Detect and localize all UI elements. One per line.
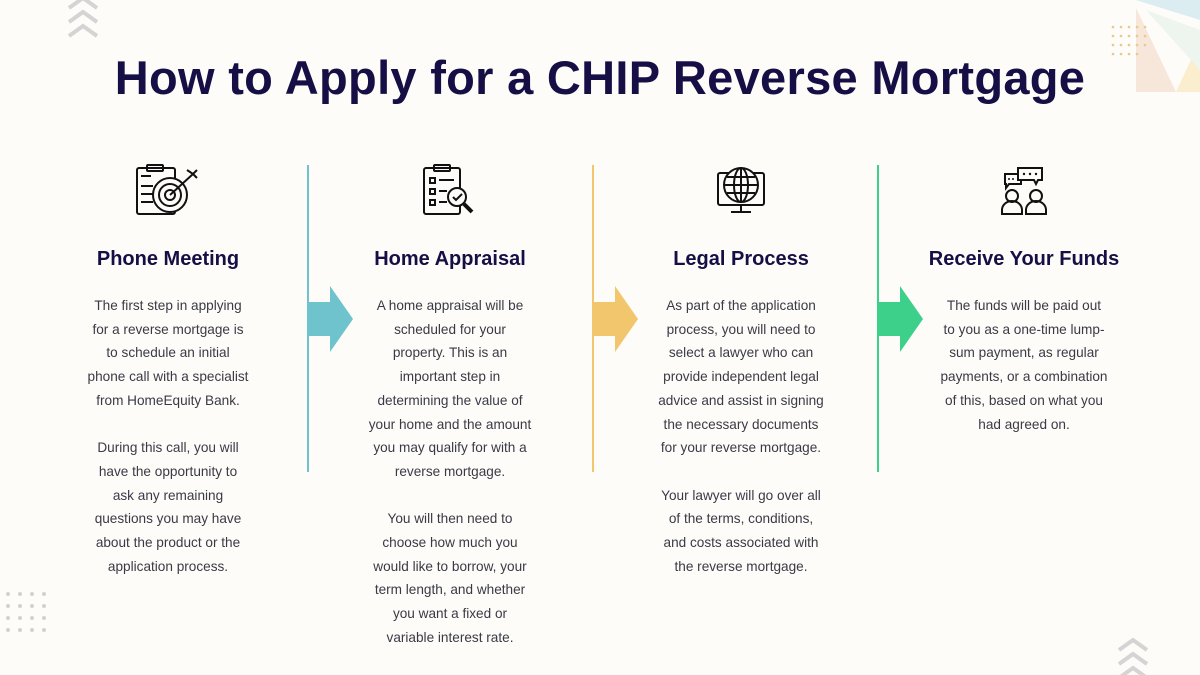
description-line: phone call with a specialist — [87, 369, 249, 385]
description-line: application process. — [107, 558, 229, 574]
description-line: advice and assist in signing — [658, 392, 824, 408]
description-line: As part of the application — [666, 298, 816, 313]
chevrons-bottom-right-icon — [1117, 638, 1149, 675]
description-line: would like to borrow, your — [373, 558, 527, 574]
description-line: process, you will need to — [666, 321, 816, 337]
step-home-appraisal: Home Appraisal A home appraisal will be s… — [325, 160, 575, 650]
step-description: During this call, you will have the oppor… — [43, 436, 293, 578]
description-line: from HomeEquity Bank. — [96, 392, 240, 408]
description-line: The funds will be paid out — [946, 298, 1102, 313]
arrow-right-icon — [592, 286, 638, 352]
description-line: to you as a one-time lump- — [943, 321, 1105, 337]
description-line: ask any remaining — [112, 487, 224, 503]
description-line: provide independent legal — [663, 369, 819, 385]
description-line: During this call, you will — [97, 440, 239, 456]
step-description: As part of the application process, you w… — [616, 294, 866, 460]
description-line: term length, and whether — [374, 582, 526, 598]
step-heading: Receive Your Funds — [928, 248, 1120, 270]
step-legal-process: Legal Process As part of the application… — [616, 160, 866, 578]
description-line: to schedule an initial — [106, 345, 230, 361]
arrow-right-icon — [877, 286, 923, 352]
description-line: You will then need to — [387, 511, 513, 527]
description-line: A home appraisal will be — [376, 298, 524, 313]
description-line: for a reverse mortgage is — [92, 321, 244, 337]
description-line: questions you may have — [94, 511, 242, 527]
step-phone-meeting: Phone Meeting The first step in applying… — [43, 160, 293, 578]
people-chat-icon — [1001, 167, 1047, 215]
description-line: property. This is an — [392, 345, 508, 361]
description-line: Your lawyer will go over all — [661, 487, 821, 503]
description-line: and costs associated with — [663, 535, 819, 551]
description-line: the necessary documents — [663, 416, 819, 432]
description-line: reverse mortgage. — [394, 463, 506, 479]
description-line: about the product or the — [95, 535, 241, 551]
description-line: The first step in applying — [94, 298, 242, 313]
description-line: sum payment, as regular — [949, 345, 1099, 361]
description-line: scheduled for your — [394, 321, 506, 337]
description-line: select a lawyer who can — [668, 345, 814, 361]
step-description: A home appraisal will be scheduled for yo… — [325, 294, 575, 484]
step-receive-funds: Receive Your Funds The funds will be pai… — [899, 160, 1149, 436]
page-title: How to Apply for a CHIP Reverse Mortgage — [114, 51, 1086, 104]
description-line: you want a fixed or — [392, 606, 508, 622]
arrow-right-icon — [307, 286, 353, 352]
description-line: payments, or a combination — [940, 369, 1108, 385]
description-line: have the opportunity to — [98, 463, 238, 479]
description-line: your home and the amount — [368, 416, 532, 432]
description-line: had agreed on. — [978, 416, 1070, 432]
step-description: You will then need to choose how much you… — [325, 507, 575, 649]
description-line: the reverse mortgage. — [674, 558, 808, 574]
step-description: Your lawyer will go over all of the terms… — [616, 484, 866, 579]
step-description: The funds will be paid out to you as a on… — [899, 294, 1149, 436]
step-description: The first step in applying for a reverse … — [43, 294, 293, 413]
description-line: important step in — [399, 369, 501, 385]
globe-monitor-icon — [717, 167, 765, 213]
triangles-top-right-decoration — [1136, 0, 1200, 92]
description-line: for your reverse mortgage. — [660, 440, 822, 456]
description-line: you may qualify for with a — [373, 440, 527, 456]
description-line: of the terms, conditions, — [668, 511, 814, 527]
step-heading: Legal Process — [673, 248, 809, 270]
description-line: variable interest rate. — [386, 629, 514, 645]
description-line: choose how much you — [382, 535, 518, 551]
dots-bottom-left-decoration — [6, 592, 46, 632]
clipboard-target-icon — [136, 164, 198, 215]
description-line: determining the value of — [377, 392, 523, 408]
step-heading: Home Appraisal — [374, 248, 526, 270]
dots-top-right-decoration — [1111, 25, 1147, 56]
checklist-magnifier-icon — [423, 164, 474, 215]
step-heading: Phone Meeting — [96, 248, 240, 270]
chevrons-top-left-icon — [67, 0, 99, 38]
description-line: of this, based on what you — [945, 392, 1103, 408]
